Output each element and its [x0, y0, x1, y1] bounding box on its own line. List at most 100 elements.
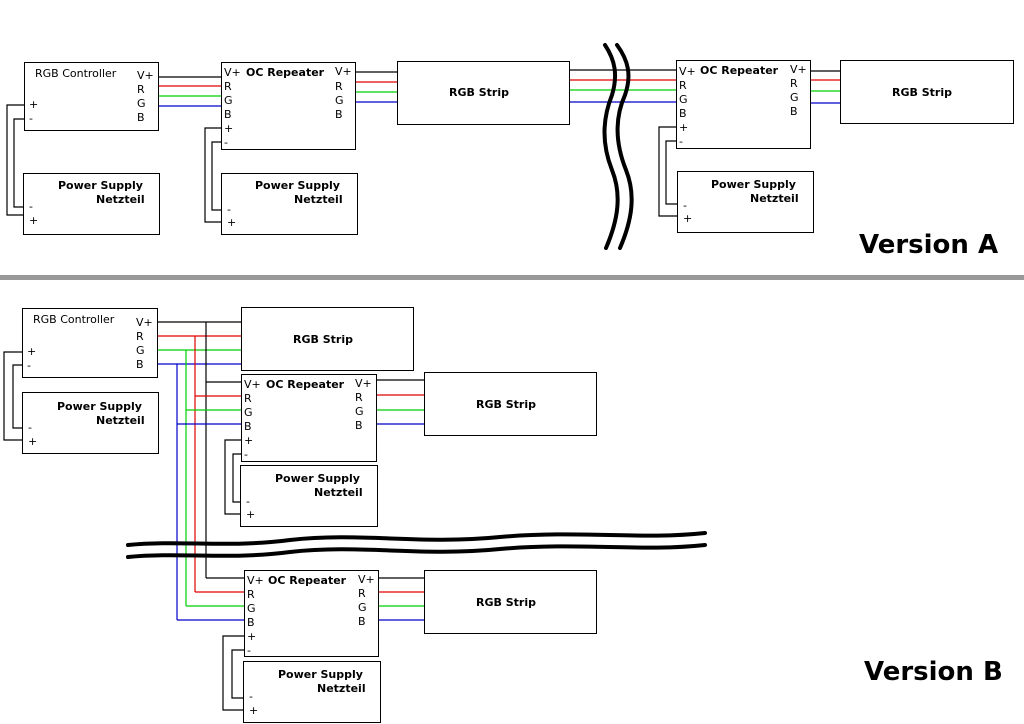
section-divider [0, 275, 1024, 280]
pin-minus: - [224, 136, 228, 149]
pin-minus: - [27, 359, 31, 372]
rgb-strip-label: RGB Strip [449, 86, 509, 99]
pin-g: G [247, 602, 256, 615]
pin-minus: - [683, 199, 687, 212]
pin-minus: - [29, 112, 33, 125]
rgb-controller-label: RGB Controller [35, 67, 117, 80]
rgb-strip-b1: RGB Strip [241, 307, 414, 371]
rgb-strip-b2: RGB Strip [424, 372, 597, 436]
rgb-controller-label: RGB Controller [33, 313, 115, 326]
pin-g-out: G [790, 91, 799, 104]
pin-minus: - [246, 495, 250, 508]
pin-b-out: B [335, 108, 343, 121]
pin-vplus: V+ [244, 378, 261, 391]
power-supply-label: Power Supply [58, 179, 143, 192]
rgb-controller-b: RGB Controller V+ R G B + - [22, 308, 158, 378]
pin-vplus-out: V+ [355, 377, 372, 390]
pin-vplus-out: V+ [335, 65, 352, 78]
power-supply-label: Power Supply [278, 668, 363, 681]
pin-plus: + [28, 435, 38, 448]
pin-vplus: V+ [137, 69, 154, 82]
pin-minus: - [247, 644, 251, 657]
oc-repeater-label: OC Repeater [268, 574, 347, 587]
oc-repeater-label: OC Repeater [266, 378, 345, 391]
pin-g-out: G [358, 601, 367, 614]
power-supply-a3: Power Supply Netzteil - + [677, 171, 814, 233]
pin-vplus: V+ [679, 65, 696, 78]
break-mark-a [602, 43, 634, 250]
pin-vplus: V+ [224, 66, 241, 79]
power-supply-label: Power Supply [57, 400, 142, 413]
pin-b-out: B [355, 419, 363, 432]
pin-vplus: V+ [247, 574, 264, 587]
pin-plus: + [224, 122, 234, 135]
pin-minus: - [227, 203, 231, 216]
pin-r-out: R [358, 587, 366, 600]
power-supply-b2: Power Supply Netzteil - + [240, 465, 378, 527]
pin-r: R [136, 330, 144, 343]
pin-r: R [247, 588, 255, 601]
oc-repeater-label: OC Repeater [246, 66, 325, 79]
pin-r-out: R [355, 391, 363, 404]
netzteil-label: Netzteil [314, 486, 363, 499]
pin-g: G [244, 406, 253, 419]
netzteil-label: Netzteil [750, 192, 799, 205]
pin-vplus: V+ [136, 316, 153, 329]
power-supply-label: Power Supply [255, 179, 340, 192]
netzteil-label: Netzteil [294, 193, 343, 206]
netzteil-label: Netzteil [96, 193, 145, 206]
rgb-strip-label: RGB Strip [476, 398, 536, 411]
pin-plus: + [29, 214, 39, 227]
oc-repeater-b2: OC Repeater V+ R G B + - V+ R G B [244, 570, 379, 657]
rgb-strip-a1: RGB Strip [397, 61, 570, 125]
pin-b-out: B [358, 615, 366, 628]
pin-b: B [224, 108, 232, 121]
rgb-strip-b3: RGB Strip [424, 570, 597, 634]
pin-r: R [679, 79, 687, 92]
pin-b: B [247, 616, 255, 629]
pin-b: B [679, 107, 687, 120]
pin-minus: - [28, 421, 32, 434]
rgb-controller-a: RGB Controller V+ R G B + - [24, 62, 159, 131]
power-supply-b3: Power Supply Netzteil - + [243, 661, 381, 723]
pin-vplus-out: V+ [358, 573, 375, 586]
pin-plus: + [29, 98, 39, 111]
oc-repeater-a2: OC Repeater V+ R G B + - V+ R G B [676, 60, 811, 149]
power-supply-label: Power Supply [275, 472, 360, 485]
pin-plus: + [247, 630, 257, 643]
oc-repeater-a1: OC Repeater V+ R G B + - V+ R G B [221, 62, 356, 150]
pin-r: R [244, 392, 252, 405]
pin-minus: - [679, 135, 683, 148]
pin-plus: + [244, 434, 254, 447]
pin-g: G [224, 94, 233, 107]
pin-minus: - [249, 690, 253, 703]
oc-repeater-label: OC Repeater [700, 64, 779, 77]
pin-g: G [679, 93, 688, 106]
pin-plus: + [227, 216, 237, 229]
rgb-strip-a2: RGB Strip [840, 60, 1014, 124]
pin-g-out: G [335, 94, 344, 107]
pin-g-out: G [355, 405, 364, 418]
pin-plus: + [679, 121, 689, 134]
pin-plus: + [246, 508, 256, 521]
version-b-title: Version B [864, 657, 1003, 687]
power-supply-b1: Power Supply Netzteil - + [22, 392, 159, 454]
pin-r-out: R [790, 77, 798, 90]
power-supply-label: Power Supply [711, 178, 796, 191]
power-supply-a2: Power Supply Netzteil - + [221, 173, 358, 235]
pin-r-out: R [335, 80, 343, 93]
rgb-strip-label: RGB Strip [476, 596, 536, 609]
pin-plus: + [683, 212, 693, 225]
pin-minus: - [29, 200, 33, 213]
netzteil-label: Netzteil [96, 414, 145, 427]
pin-b: B [244, 420, 252, 433]
pin-r: R [224, 80, 232, 93]
pin-plus: + [249, 704, 259, 717]
rgb-strip-label: RGB Strip [892, 86, 952, 99]
pin-g: G [136, 344, 145, 357]
pin-r: R [137, 83, 145, 96]
pin-plus: + [27, 345, 37, 358]
break-mark-b [126, 531, 707, 559]
power-supply-a1: Power Supply Netzteil - + [23, 173, 160, 235]
